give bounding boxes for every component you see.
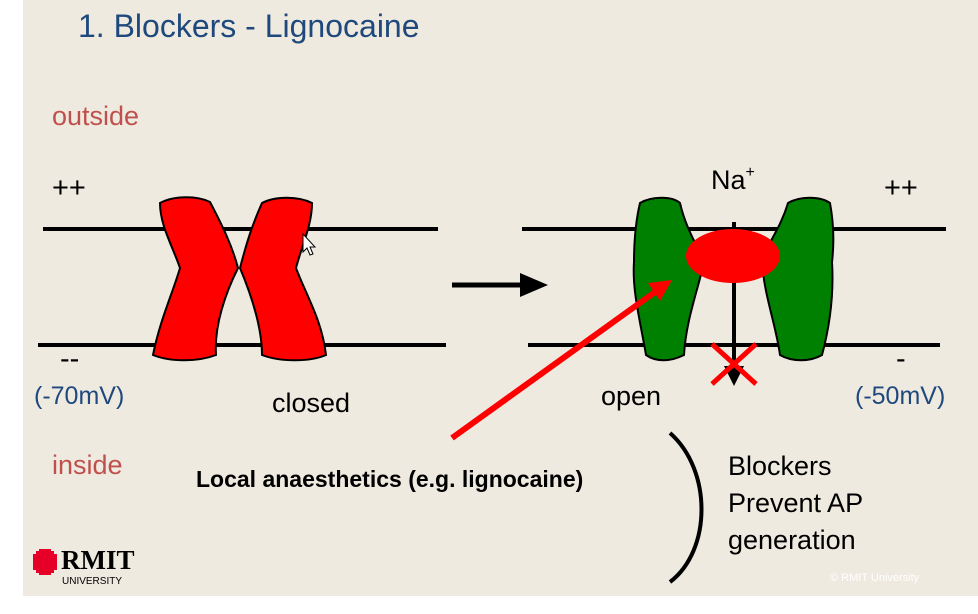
inside-label: inside (52, 450, 123, 480)
copyright-notice: © RMIT University (830, 572, 920, 584)
effect-line-2: Prevent AP (728, 488, 864, 518)
blocker-molecule (686, 229, 780, 283)
charge-inside-right: - (896, 343, 906, 375)
charge-inside-left: -- (60, 343, 80, 375)
open-channel-left-subunit (632, 196, 706, 362)
drug-pointer-arrow-shaft (450, 289, 657, 441)
closed-channel-left-subunit (151, 196, 240, 362)
effect-bracket (668, 431, 704, 584)
ion-charge: + (745, 164, 755, 181)
slide-title: 1. Blockers - Lignocaine (78, 8, 420, 44)
transition-arrow-head (520, 273, 548, 297)
logo-subtitle: UNIVERSITY (62, 576, 123, 587)
open-state-label: open (601, 381, 662, 411)
drug-pointer-arrow-head (648, 280, 672, 301)
rmit-logo: RMIT UNIVERSITY (28, 545, 142, 597)
voltage-right: (-50mV) (855, 382, 946, 410)
rmit-pixel-icon (33, 549, 57, 575)
ion-symbol: Na (711, 165, 746, 195)
mouse-cursor-icon (302, 232, 317, 256)
open-channel-right-subunit (760, 196, 835, 362)
closed-channel-right-subunit (238, 196, 328, 362)
outside-label: outside (52, 101, 140, 131)
drug-label: Local anaesthetics (e.g. lignocaine) (196, 466, 584, 492)
closed-state-label: closed (272, 388, 351, 418)
ion-label: Na+ (711, 164, 755, 196)
charge-outside-left: ++ (52, 172, 86, 204)
effect-line-3: generation (728, 525, 856, 555)
effect-line-1: Blockers (728, 451, 832, 481)
charge-outside-right: ++ (884, 172, 918, 204)
voltage-left: (-70mV) (34, 382, 125, 410)
block-cross-stroke-2 (710, 342, 758, 386)
logo-word: RMIT (61, 545, 135, 575)
